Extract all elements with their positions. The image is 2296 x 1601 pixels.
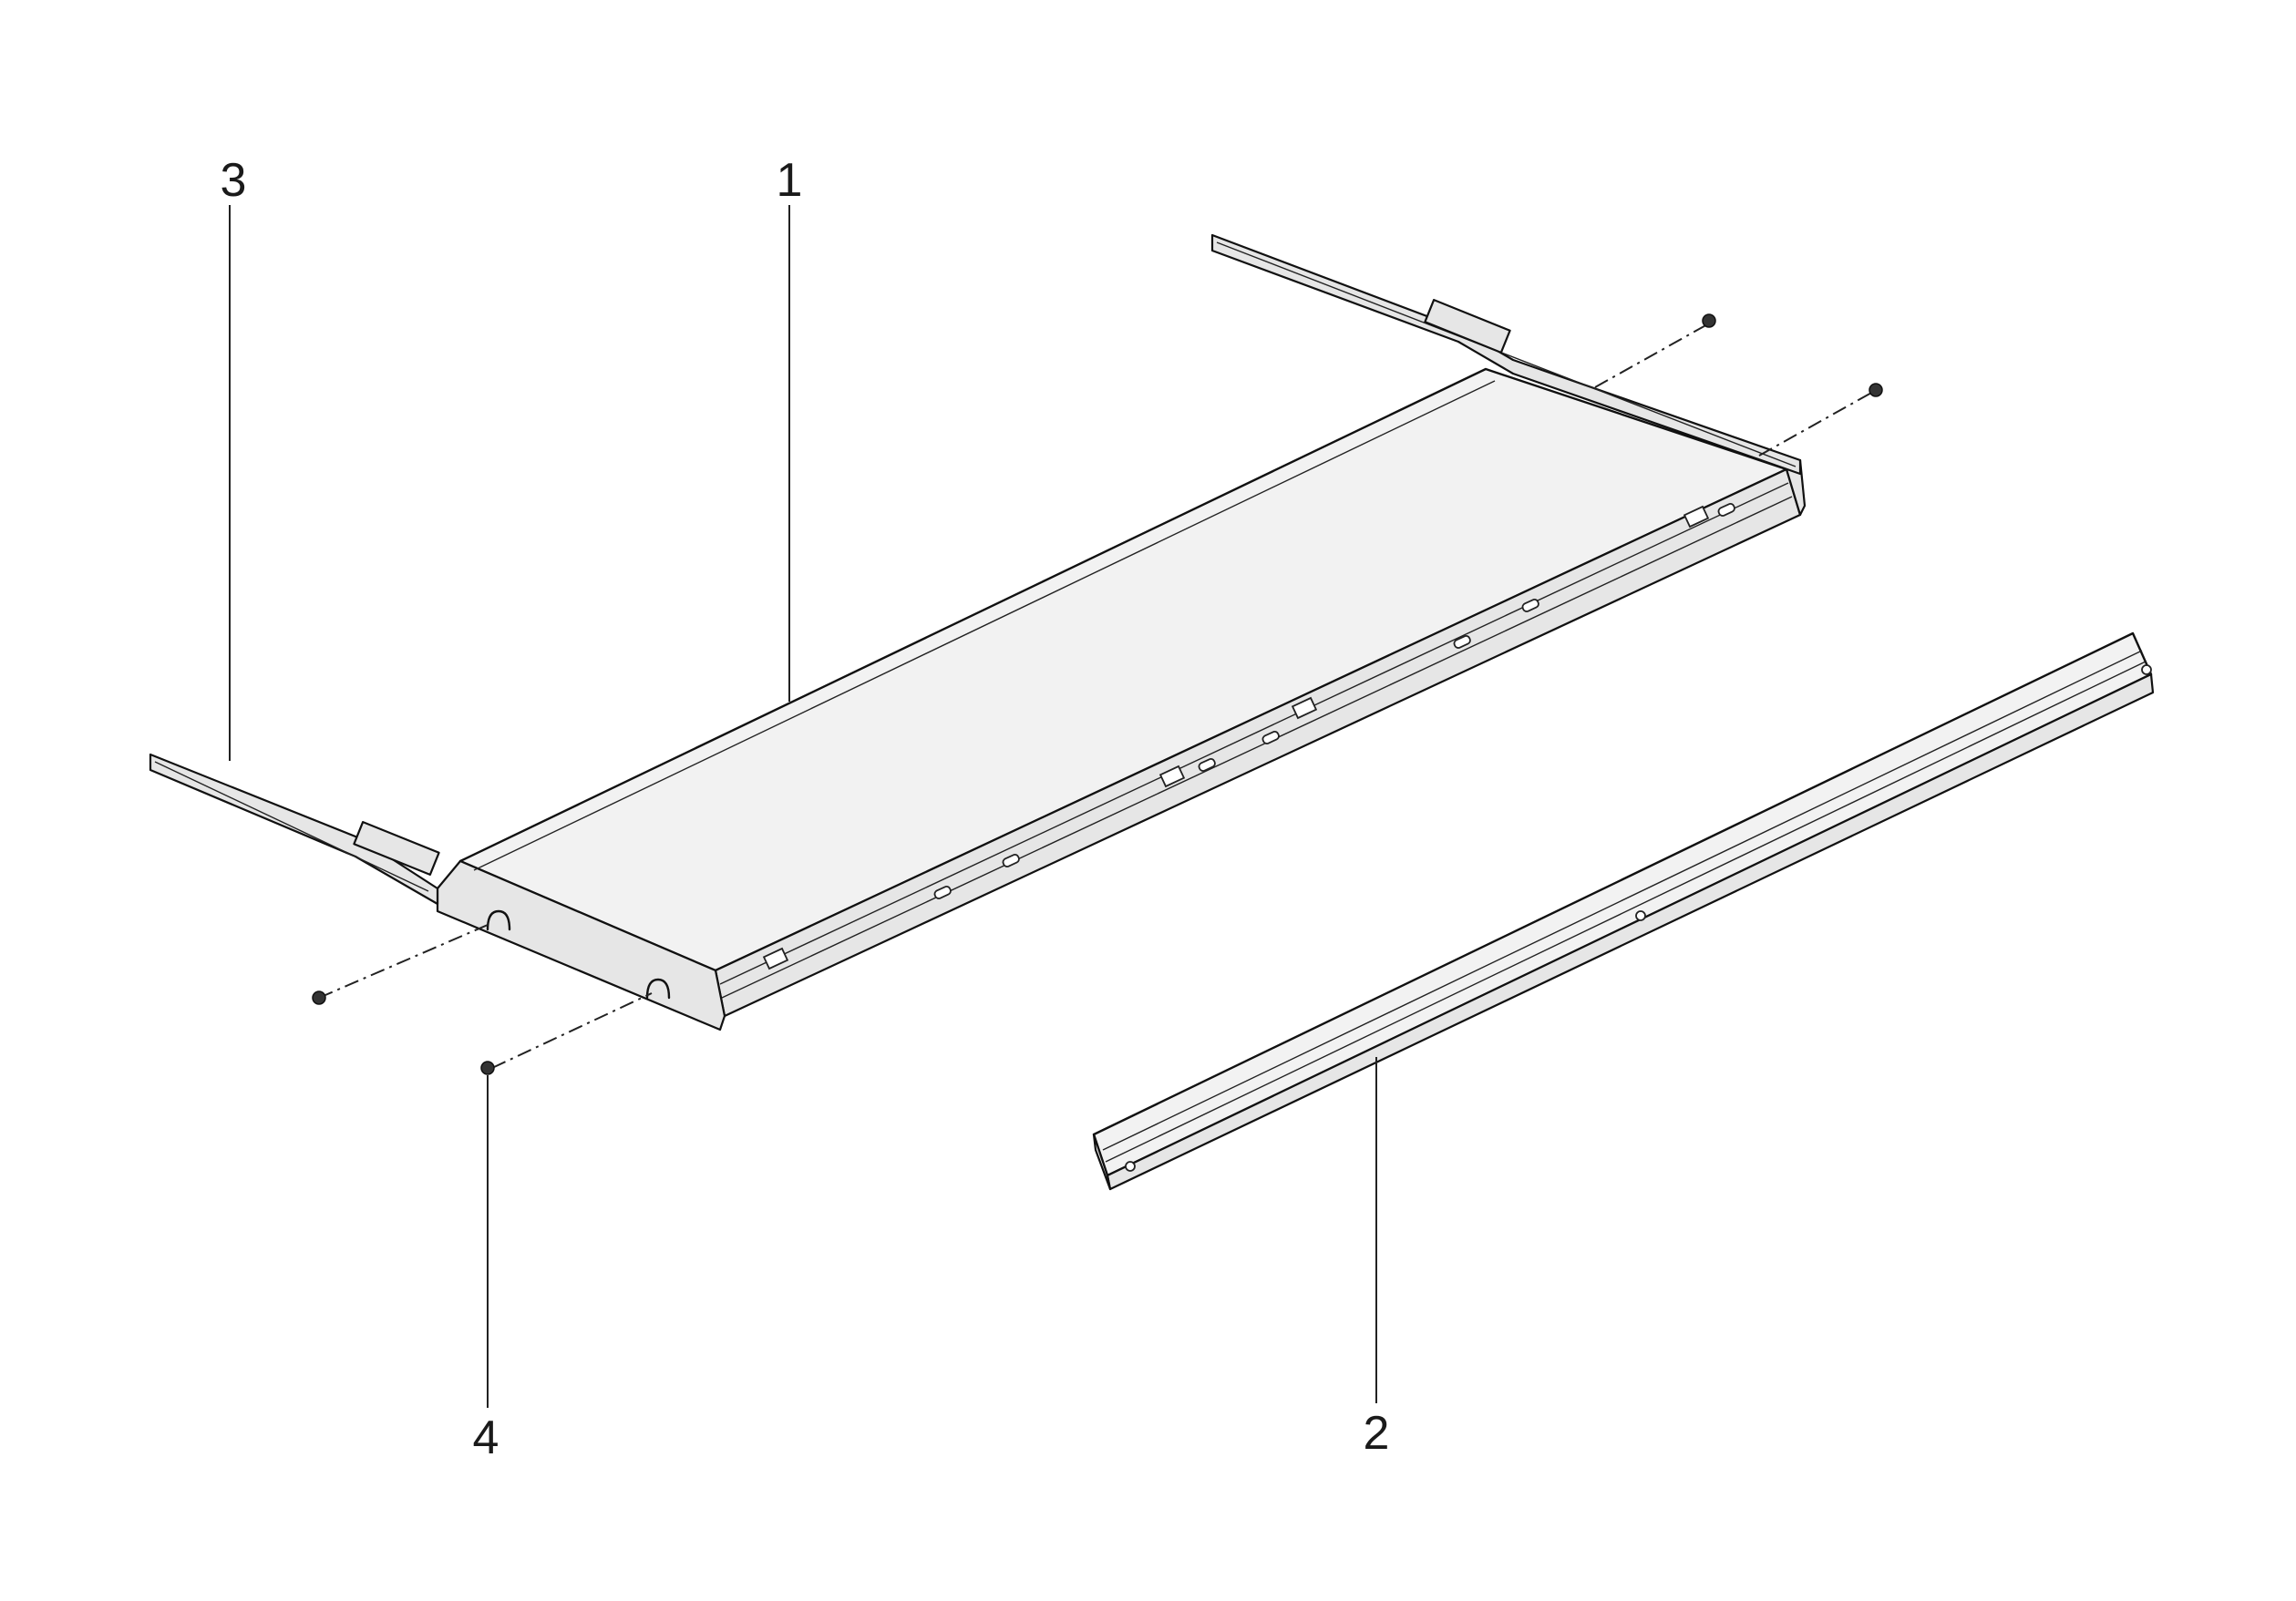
tray-tab — [645, 978, 671, 1000]
tray-top-surface — [458, 367, 1788, 972]
rail-groove — [1105, 661, 2147, 1163]
slide-left-carriage — [353, 820, 440, 877]
screw-axis — [491, 992, 653, 1069]
callout-1: 1 — [777, 154, 803, 207]
rail-hole — [1635, 910, 1646, 921]
leader-lines — [229, 205, 1377, 1408]
screw-axis — [1758, 391, 1874, 457]
screw — [312, 990, 326, 1005]
tray-tab — [486, 909, 511, 931]
rail-hole — [2141, 664, 2152, 675]
slide-left-groove — [154, 761, 429, 892]
tray-left-end-face — [436, 859, 726, 1031]
callout-4: 4 — [473, 1411, 499, 1464]
screw — [1702, 313, 1716, 328]
screw — [480, 1061, 495, 1075]
screw — [1869, 383, 1883, 397]
callout-3: 3 — [221, 154, 247, 207]
screws — [312, 313, 1883, 1075]
drawer-slide-right — [1210, 233, 1802, 476]
tray-rail-line — [719, 482, 1789, 985]
drawer-slide-left — [149, 753, 440, 906]
slide-right-groove — [1216, 241, 1797, 467]
screw-axis — [318, 924, 489, 999]
tray-rail-line — [721, 496, 1793, 999]
callout-2: 2 — [1364, 1407, 1390, 1460]
slide-right-carriage — [1424, 298, 1511, 354]
rail-hole — [1125, 1161, 1136, 1172]
guide-rail — [1092, 631, 2155, 1191]
screw-axis — [1594, 323, 1710, 388]
tray-panel — [436, 367, 1807, 1031]
tray-slots — [762, 502, 1735, 970]
slide-left-body — [149, 753, 439, 906]
tray-back-edge — [473, 380, 1496, 871]
rail-groove — [1102, 650, 2143, 1151]
rail-end-face — [1092, 1133, 1112, 1191]
